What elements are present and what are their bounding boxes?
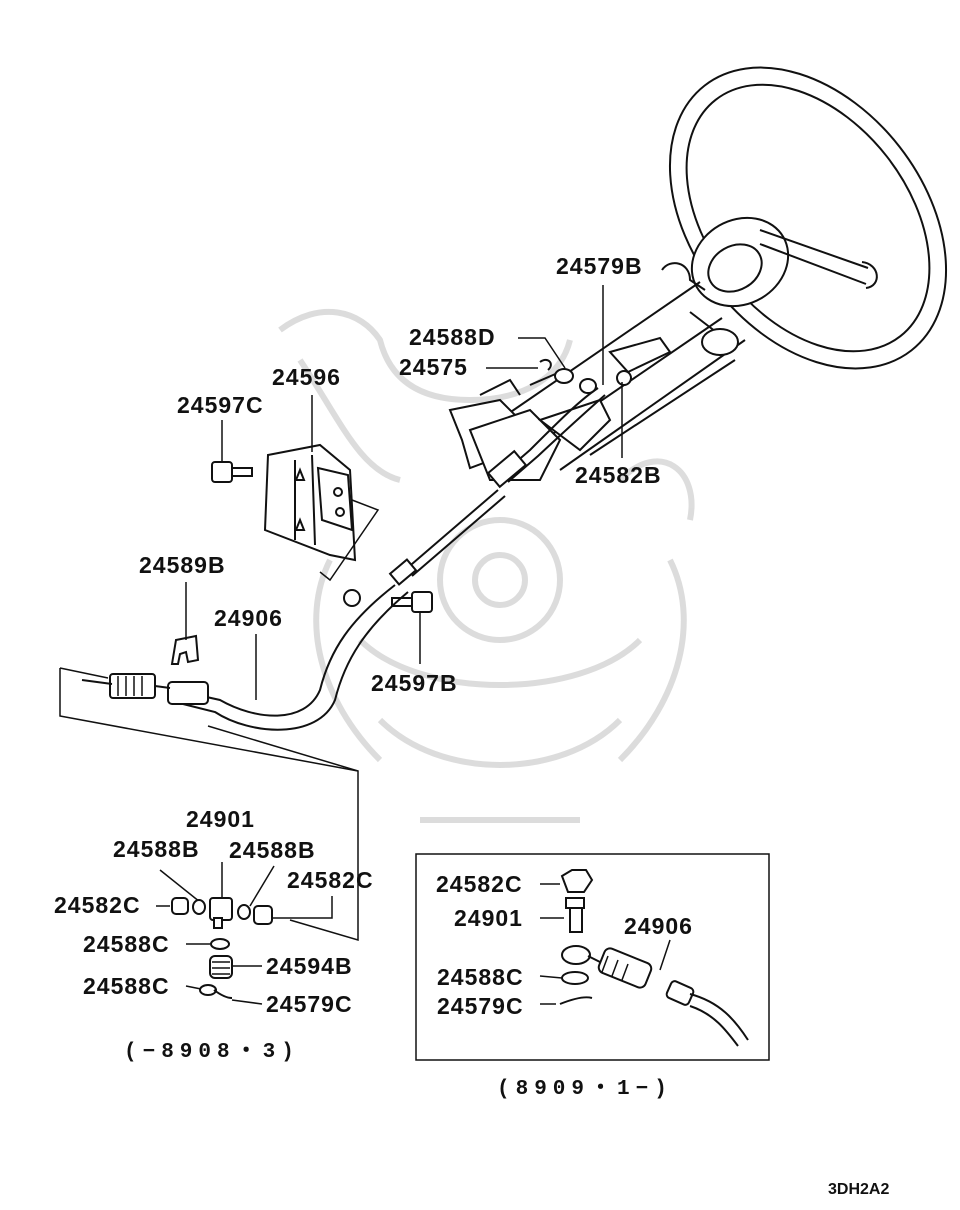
steering-column (448, 262, 746, 481)
label-24588C-lower: 24588C (83, 973, 170, 999)
label-24588D: 24588D (409, 324, 496, 350)
label-24579B: 24579B (556, 253, 643, 279)
label-24588C-upper: 24588C (83, 931, 170, 957)
part-labels: 24579B 24588D 24575 24582B 24596 24597C … (54, 253, 693, 1019)
label-24575: 24575 (399, 354, 468, 380)
label-24906-main: 24906 (214, 605, 283, 631)
caption-late-range: (8909・1−) (497, 1078, 673, 1101)
label-24901-late: 24901 (454, 905, 523, 931)
cable-bracket-24596 (263, 443, 380, 582)
label-24579C-late: 24579C (437, 993, 524, 1019)
label-24901-early: 24901 (186, 806, 255, 832)
diagram-code: 3DH2A2 (828, 1181, 889, 1198)
label-24582C-late: 24582C (436, 871, 523, 897)
label-24588C-late: 24588C (437, 964, 524, 990)
label-24582B: 24582B (575, 462, 662, 488)
leader-lines (59, 285, 623, 942)
shift-cable (81, 387, 606, 731)
bolt-24597C (211, 461, 253, 483)
detail-late (415, 853, 770, 1061)
label-24582C-left: 24582C (54, 892, 141, 918)
label-24579C-early: 24579C (266, 991, 353, 1017)
label-24597C: 24597C (177, 392, 264, 418)
label-24582C-right: 24582C (287, 867, 374, 893)
bolt-24597B (391, 591, 433, 613)
label-24596: 24596 (272, 364, 341, 390)
label-24906-late: 24906 (624, 913, 693, 939)
label-24594B: 24594B (266, 953, 353, 979)
watermark-emblem (278, 308, 695, 823)
caption-early-range: (−8908・3) (124, 1041, 300, 1064)
clip-24589B (170, 634, 200, 665)
detail-early (156, 862, 333, 1005)
label-24588B-left: 24588B (113, 836, 200, 862)
label-24588B-right: 24588B (229, 837, 316, 863)
label-24597B: 24597B (371, 670, 458, 696)
steering-wheel (668, 66, 948, 370)
label-24589B: 24589B (139, 552, 226, 578)
column-small-parts (539, 358, 632, 394)
